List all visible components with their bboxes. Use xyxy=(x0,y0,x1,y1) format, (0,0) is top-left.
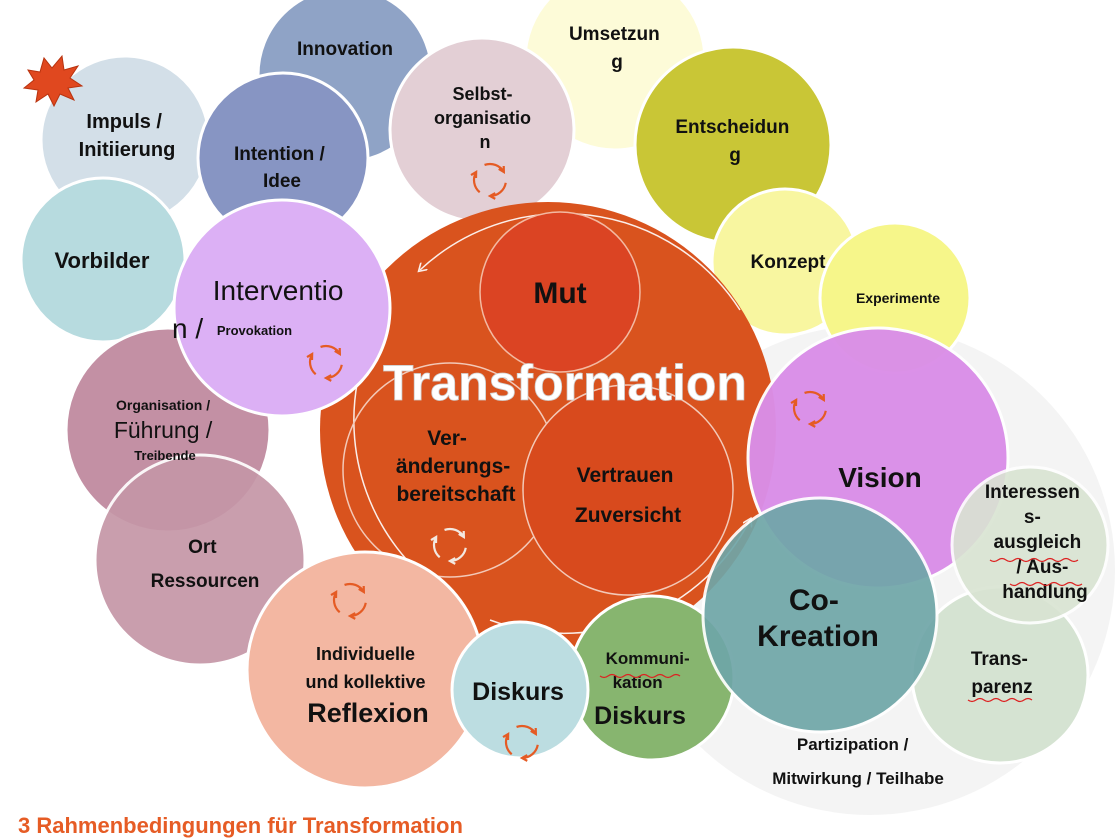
bubble-interessen xyxy=(950,465,1110,625)
bubble-intervention xyxy=(172,198,392,418)
veraenderung-label: Ver- änderungs- bereitschaft xyxy=(396,427,516,506)
spellcheck-underline xyxy=(989,557,1079,563)
organisation-label: Organisation / Führung / Treibende xyxy=(114,397,216,463)
footer-title: 3 Rahmenbedingungen für Transformation xyxy=(18,813,463,838)
konzept-label: Konzept xyxy=(751,252,827,273)
reflexion-label: Individuelle und kollektive Reflexion xyxy=(305,644,430,728)
spellcheck-underline xyxy=(1009,581,1083,587)
cycle-arrows-icon xyxy=(790,390,827,428)
vorbilder-label: Vorbilder xyxy=(55,248,150,273)
kokreation-label: Co- Kreation xyxy=(757,584,879,653)
bubble-ort xyxy=(93,453,307,667)
cycle-arrows-icon xyxy=(470,162,507,200)
cycle-arrows-icon xyxy=(330,582,367,620)
selbstorganisation-label: Selbst- organisatio n xyxy=(434,84,536,152)
interessen-label: Interessen s- ausgleich / Aus- handlung xyxy=(985,482,1088,603)
partizipation-label: Partizipation / Mitwirkung / Teilhabe xyxy=(772,735,944,788)
intervention-label: Interventio n / Provokation xyxy=(172,275,351,344)
vision-label: Vision xyxy=(838,462,922,493)
intention-label: Intention / Idee xyxy=(234,144,330,192)
mut-label: Mut xyxy=(533,277,586,310)
experimente-label: Experimente xyxy=(856,290,940,306)
entscheidung-label: Entscheidun g xyxy=(675,117,794,166)
bubble-kokreation xyxy=(701,496,939,734)
innovation-label: Innovation xyxy=(297,39,393,60)
bubble-reflexion xyxy=(245,550,485,790)
vertrauen-circle xyxy=(522,384,734,596)
cycle-arrows-icon xyxy=(430,527,467,565)
umsetzung-label: Umsetzun g xyxy=(569,24,665,73)
bubble-selbstorganisation xyxy=(388,36,576,224)
transformation-title: Transformation xyxy=(383,355,747,411)
cycle-arrows-icon xyxy=(306,344,343,382)
vertrauen-label: Vertrauen Zuversicht xyxy=(575,464,681,527)
cycle-arrows-icon xyxy=(502,724,539,762)
cycle-icons xyxy=(306,162,827,762)
transparenz-label: Trans- parenz xyxy=(971,649,1033,698)
ort-label: Ort Ressourcen xyxy=(151,537,260,592)
flow-arrow-top xyxy=(420,212,741,311)
mut-circle xyxy=(479,211,641,373)
diskurs-label: Diskurs xyxy=(472,678,564,706)
spellcheck-underline xyxy=(967,697,1033,703)
starburst-icon xyxy=(22,54,84,108)
impuls-label: Impuls / Initiierung xyxy=(79,111,176,161)
spellcheck-underline xyxy=(599,673,681,679)
